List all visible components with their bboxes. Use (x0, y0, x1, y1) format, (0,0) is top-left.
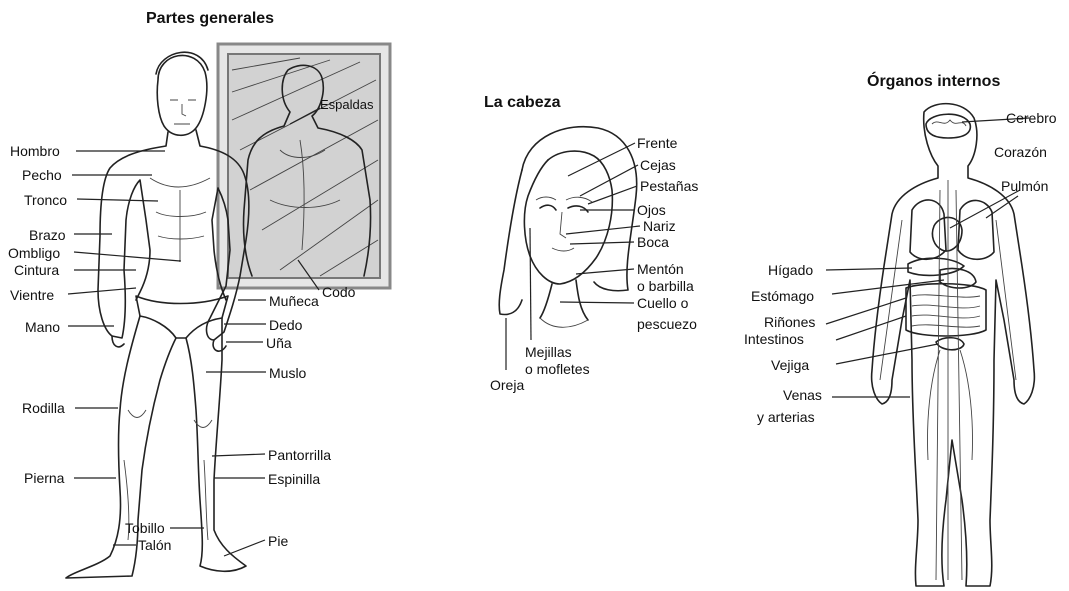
label-menton-2: o barbilla (637, 278, 694, 294)
label-pecho: Pecho (22, 167, 62, 183)
leader-lines (68, 108, 1029, 556)
label-higado: Hígado (768, 262, 813, 278)
label-venas-1: Venas (783, 387, 822, 403)
label-cerebro: Cerebro (1006, 110, 1057, 126)
label-mejillas-2: o mofletes (525, 361, 590, 377)
label-cejas: Cejas (640, 157, 676, 173)
label-dedo: Dedo (269, 317, 302, 333)
label-intestinos: Intestinos (744, 331, 804, 347)
label-pestanas: Pestañas (640, 178, 698, 194)
label-boca: Boca (637, 234, 669, 250)
label-pantorrilla: Pantorrilla (268, 447, 331, 463)
title-general: Partes generales (146, 10, 274, 28)
label-hombro: Hombro (10, 143, 60, 159)
label-tronco: Tronco (24, 192, 67, 208)
label-espaldas: Espaldas (320, 97, 373, 113)
title-organs: Órganos internos (867, 73, 1000, 91)
label-mejillas-1: Mejillas (525, 344, 572, 360)
label-mano: Mano (25, 319, 60, 335)
label-venas-2: y arterias (757, 409, 815, 425)
label-estomago: Estómago (751, 288, 814, 304)
label-codo: Codo (322, 284, 355, 300)
label-tobillo: Tobillo (125, 520, 165, 536)
label-brazo: Brazo (29, 227, 66, 243)
label-menton-1: Mentón (637, 261, 684, 277)
organs-figure (872, 104, 1035, 586)
label-pulmon: Pulmón (1001, 178, 1048, 194)
label-oreja: Oreja (490, 377, 524, 393)
label-espinilla: Espinilla (268, 471, 320, 487)
label-pie: Pie (268, 533, 288, 549)
label-frente: Frente (637, 135, 677, 151)
label-talon: Talón (138, 537, 171, 553)
head-figure (499, 127, 636, 328)
label-una: Uña (266, 335, 292, 351)
label-vientre: Vientre (10, 287, 54, 303)
label-rinones: Riñones (764, 314, 815, 330)
label-ombligo: Ombligo (8, 245, 60, 261)
label-vejiga: Vejiga (771, 357, 809, 373)
label-corazon: Corazón (994, 144, 1047, 160)
label-ojos: Ojos (637, 202, 666, 218)
label-pierna: Pierna (24, 470, 64, 486)
title-head: La cabeza (484, 94, 560, 112)
label-rodilla: Rodilla (22, 400, 65, 416)
label-muslo: Muslo (269, 365, 306, 381)
label-nariz: Nariz (643, 218, 676, 234)
label-cintura: Cintura (14, 262, 59, 278)
label-cuello-1: Cuello o (637, 295, 688, 311)
label-cuello-2: pescuezo (637, 316, 697, 332)
label-muneca: Muñeca (269, 293, 319, 309)
